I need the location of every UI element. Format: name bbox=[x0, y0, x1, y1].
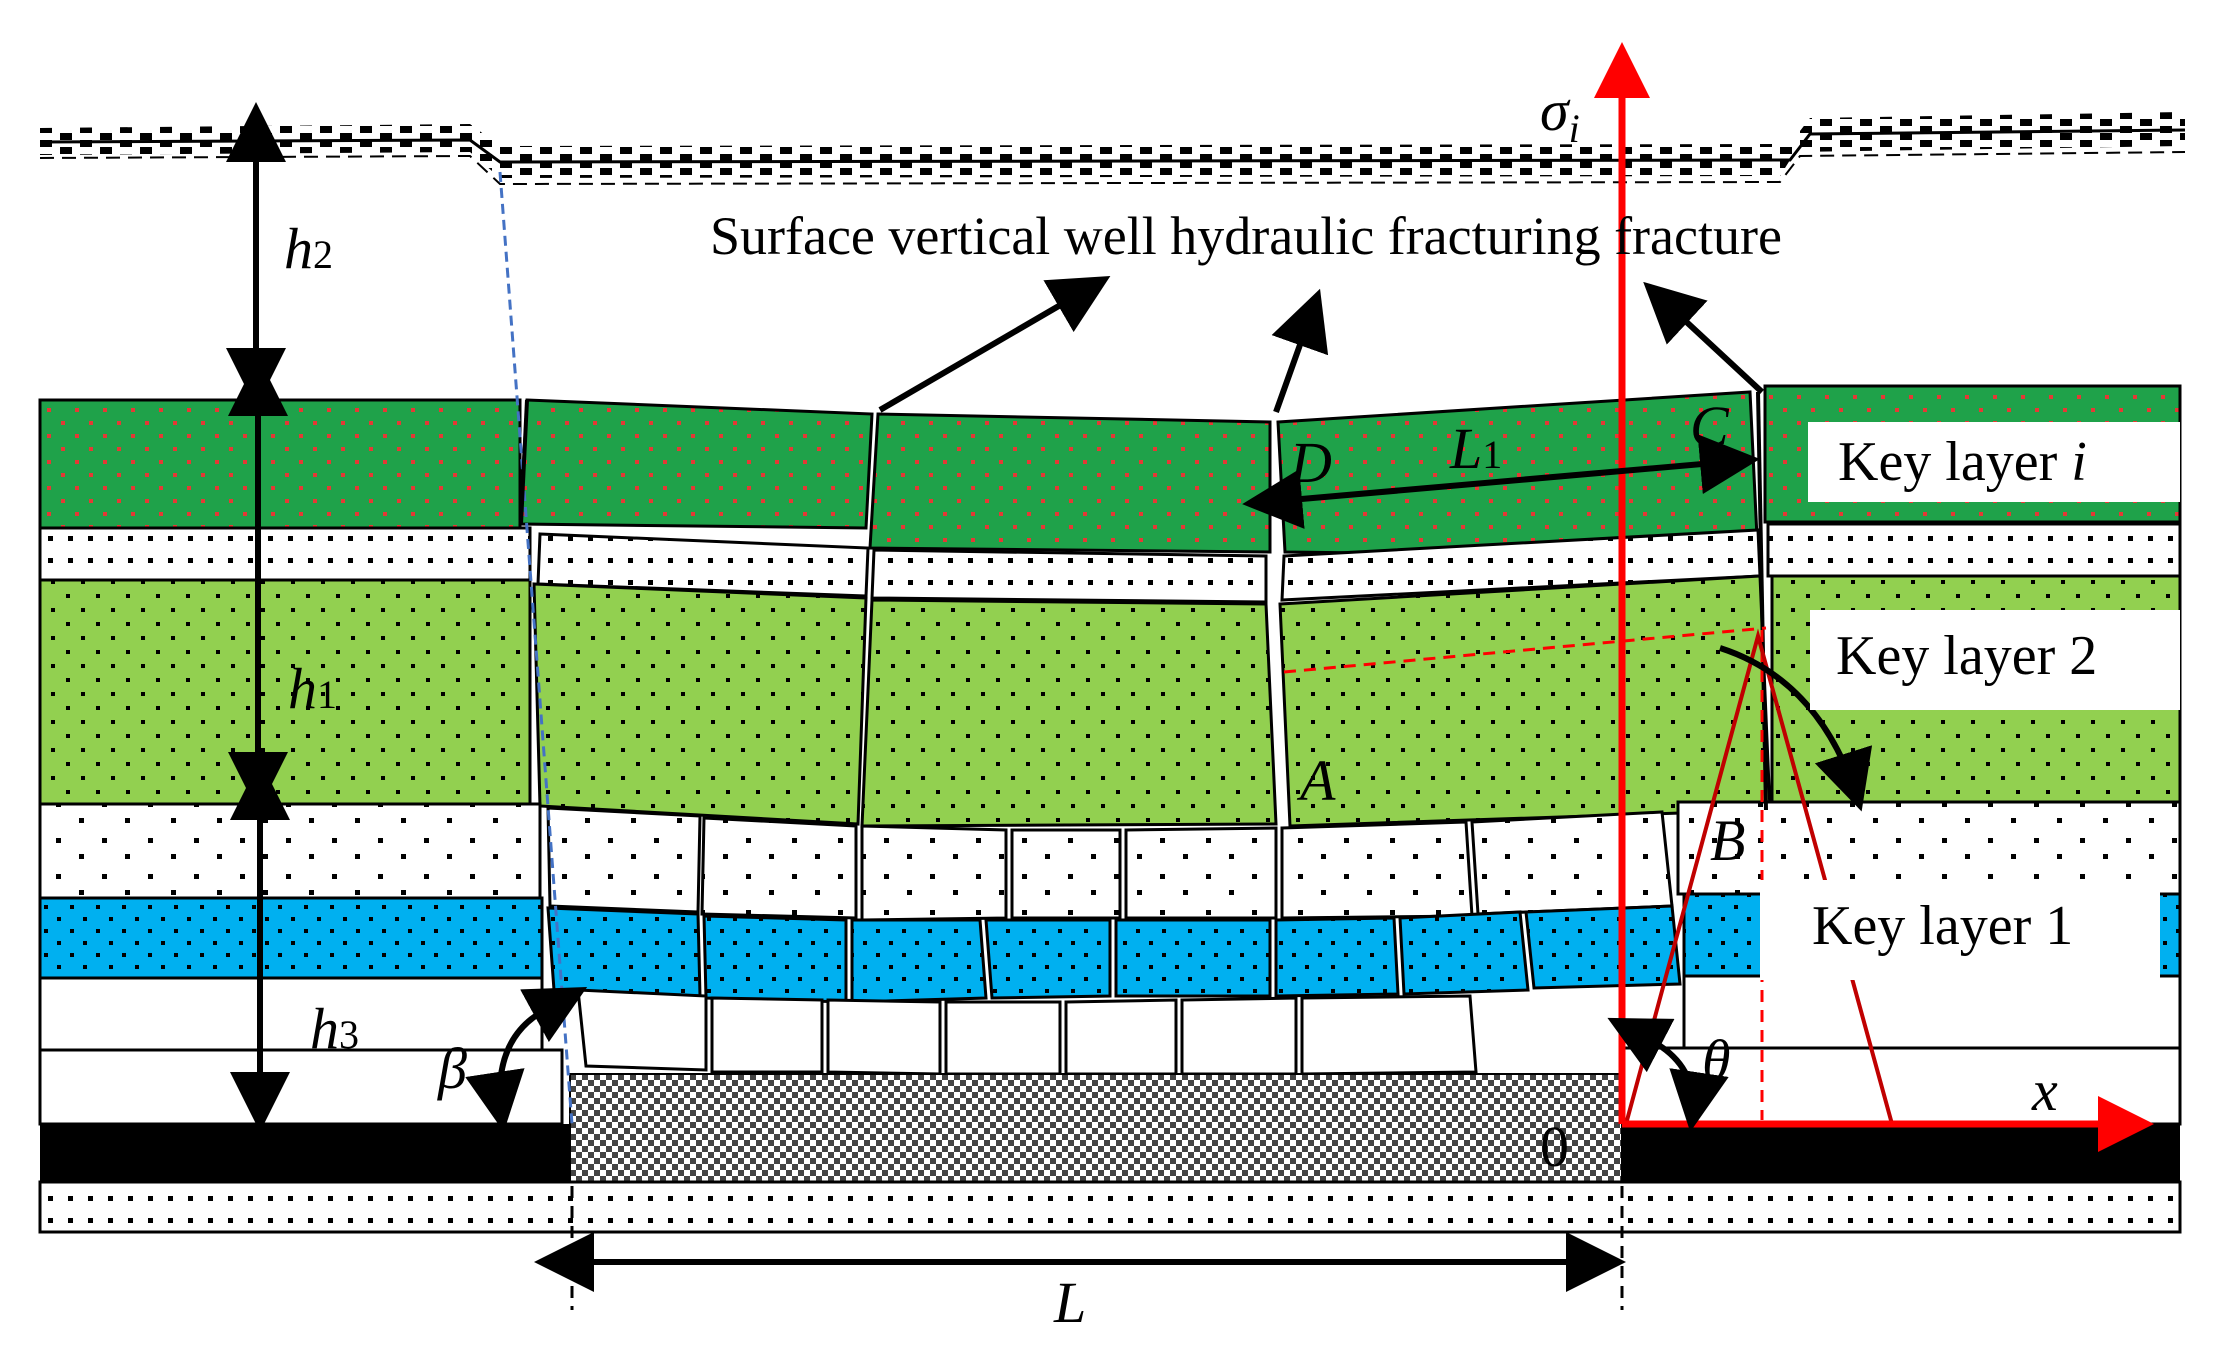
roof-block-5 bbox=[1064, 998, 1178, 1076]
wd-block-7 bbox=[1470, 810, 1674, 916]
floor-layer bbox=[38, 1180, 2182, 1234]
roof-block-6 bbox=[1180, 996, 1298, 1076]
roof-block-4 bbox=[944, 1000, 1062, 1076]
beta-arc-arrow bbox=[465, 986, 588, 1132]
green-block-1 bbox=[518, 398, 874, 530]
origin-label: 0 bbox=[1540, 1114, 1569, 1179]
ground-surface bbox=[39, 112, 2186, 186]
roof-block-2 bbox=[710, 996, 824, 1074]
plain-layer-left-1 bbox=[38, 976, 544, 1052]
white-dotted-left bbox=[38, 802, 542, 900]
blue-block-7 bbox=[1398, 910, 1530, 996]
key-layer-2-label: Key layer 2 bbox=[1836, 625, 2097, 687]
coal-seam-goaf-floor bbox=[38, 1073, 2182, 1234]
beta-label: β bbox=[437, 1036, 467, 1101]
wd-block-1 bbox=[546, 806, 702, 914]
key-layer-1-label: Key layer 1 bbox=[1812, 895, 2073, 957]
white-layer-left bbox=[38, 526, 532, 582]
point-b-label: B bbox=[1710, 808, 1745, 873]
point-d-label: D bbox=[1289, 430, 1332, 495]
roof-block-1 bbox=[576, 988, 708, 1072]
blue-block-8 bbox=[1524, 904, 1682, 990]
key-layer-i-label: Key layer i bbox=[1838, 431, 2087, 493]
white-strip-2 bbox=[870, 548, 1268, 604]
h2-label: h2 bbox=[284, 216, 333, 281]
blue-block-4 bbox=[984, 918, 1112, 1000]
fracture-pointer-3 bbox=[1643, 281, 1765, 395]
point-a-label: A bbox=[1296, 748, 1336, 813]
fracture-pointer-1 bbox=[878, 275, 1111, 413]
wd-block-3 bbox=[860, 824, 1008, 922]
theta-label: θ bbox=[1702, 1028, 1731, 1093]
blue-block-2 bbox=[702, 914, 848, 1004]
surface-top-line bbox=[39, 128, 2186, 164]
fracture-pointer-2 bbox=[1271, 288, 1329, 414]
surface-band bbox=[40, 112, 2185, 178]
blue-block-5 bbox=[1114, 918, 1272, 998]
key-layer-2-box bbox=[1810, 610, 2180, 710]
theta-arc-arrow bbox=[1607, 1017, 1729, 1132]
roof-block-3 bbox=[826, 998, 942, 1076]
x-axis-label: x bbox=[2031, 1058, 2058, 1123]
plain-layer-right-1 bbox=[1682, 974, 2182, 1050]
roof-block-7 bbox=[1300, 994, 1478, 1076]
h1-label: h1 bbox=[288, 656, 337, 721]
coal-seam-left bbox=[40, 1124, 570, 1182]
l1-arrow bbox=[1242, 434, 1760, 529]
white-layer-right bbox=[1766, 522, 2182, 578]
key-layer-1-box bbox=[1760, 880, 2160, 980]
h3-label: h3 bbox=[310, 996, 359, 1061]
wd-block-6 bbox=[1280, 820, 1474, 920]
coal-seam-right bbox=[1622, 1124, 2180, 1182]
dimension-arrows bbox=[226, 102, 1873, 1310]
sigma-label: σi bbox=[1540, 78, 1580, 151]
green-block-2 bbox=[868, 412, 1272, 554]
key-layer-i-box bbox=[1808, 422, 2180, 502]
fracture-caption: Surface vertical well hydraulic fracturi… bbox=[710, 206, 1782, 266]
blue-block-1 bbox=[546, 906, 702, 998]
green-layer-left bbox=[38, 398, 522, 530]
blue-block-6 bbox=[1274, 916, 1400, 998]
wd-block-4 bbox=[1010, 828, 1122, 920]
text-labels: σi Surface vertical well hydraulic fract… bbox=[284, 78, 2097, 1335]
rotation-arrow bbox=[1719, 645, 1873, 812]
lightgreen-block-1 bbox=[532, 582, 868, 826]
red-dashed-horizontal bbox=[1283, 626, 1767, 674]
wd-block-5 bbox=[1124, 826, 1278, 920]
point-c-label: C bbox=[1690, 394, 1730, 459]
goaf-area bbox=[569, 1073, 1623, 1183]
wd-block-2 bbox=[700, 816, 858, 920]
surface-dash-line bbox=[39, 151, 2186, 186]
lightgreen-layer-left bbox=[38, 578, 532, 806]
plain-layer-left-2 bbox=[38, 1048, 564, 1126]
lightgreen-block-3 bbox=[1278, 574, 1772, 828]
blue-layer-left bbox=[38, 896, 544, 980]
length-label: L bbox=[1053, 1270, 1086, 1335]
white-strip-1 bbox=[536, 532, 870, 598]
left-fracture-line bbox=[519, 399, 529, 525]
lightgreen-block-2 bbox=[860, 598, 1278, 828]
blue-block-3 bbox=[850, 918, 988, 1004]
l1-label: L1 bbox=[1449, 416, 1502, 481]
